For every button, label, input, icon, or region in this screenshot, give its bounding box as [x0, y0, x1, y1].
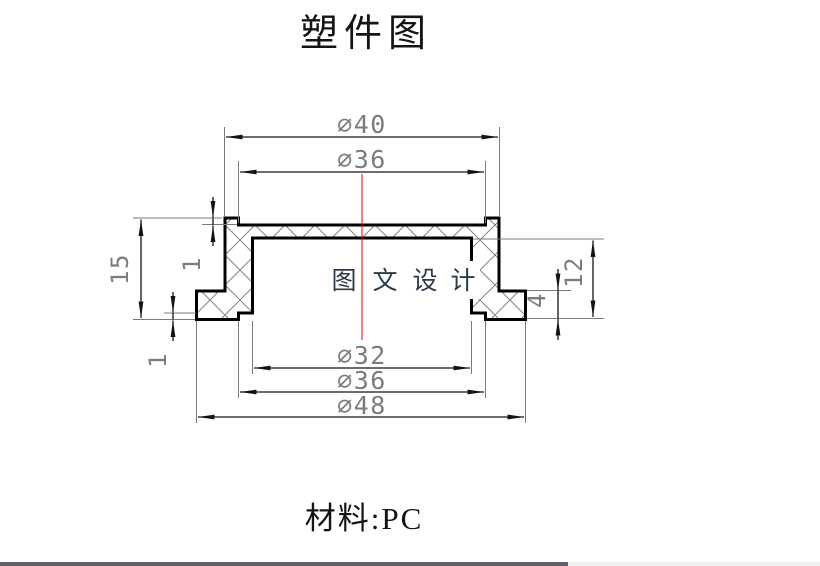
- dim-label-top-od: ∅40: [337, 110, 387, 139]
- dim-label-flange-od: ∅48: [337, 391, 387, 420]
- dimension-labels: ∅40 ∅36 ∅32 ∅36 ∅48 15 1 1 4 12: [106, 110, 588, 420]
- watermark: 图 文 设 计: [327, 261, 480, 299]
- watermark-char-4: 计: [450, 267, 475, 295]
- watermark-char-1: 图: [331, 268, 356, 295]
- dim-label-bottom-recess: ∅36: [337, 366, 387, 395]
- dim-label-bore: ∅32: [337, 341, 387, 370]
- dim-label-inner-depth: 12: [560, 256, 588, 288]
- dim-label-top-recess: ∅36: [337, 145, 387, 174]
- watermark-char-3: 设: [412, 267, 437, 295]
- material-note: 材料:PC: [305, 501, 424, 536]
- watermark-char-2: 文: [372, 267, 397, 295]
- dimension-lines: [138, 134, 596, 420]
- extension-lines: [133, 127, 604, 423]
- dim-label-bottom-lip: 1: [144, 352, 172, 368]
- horizontal-scrollbar: [0, 562, 820, 566]
- dim-label-top-lip: 1: [178, 256, 206, 272]
- scrollbar-thumb[interactable]: [0, 562, 568, 566]
- dim-label-flange-height: 4: [523, 292, 551, 308]
- dim-label-height: 15: [106, 253, 134, 285]
- drawing-title: 塑件图: [300, 13, 432, 55]
